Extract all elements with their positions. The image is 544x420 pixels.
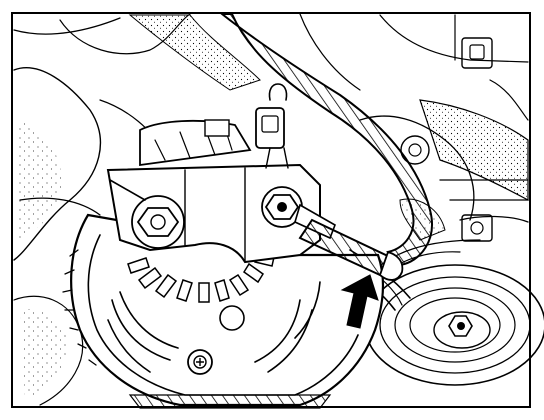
mounting-bolt-left xyxy=(109,179,185,249)
battery-cable xyxy=(219,13,433,281)
callout-arrow xyxy=(340,274,379,329)
